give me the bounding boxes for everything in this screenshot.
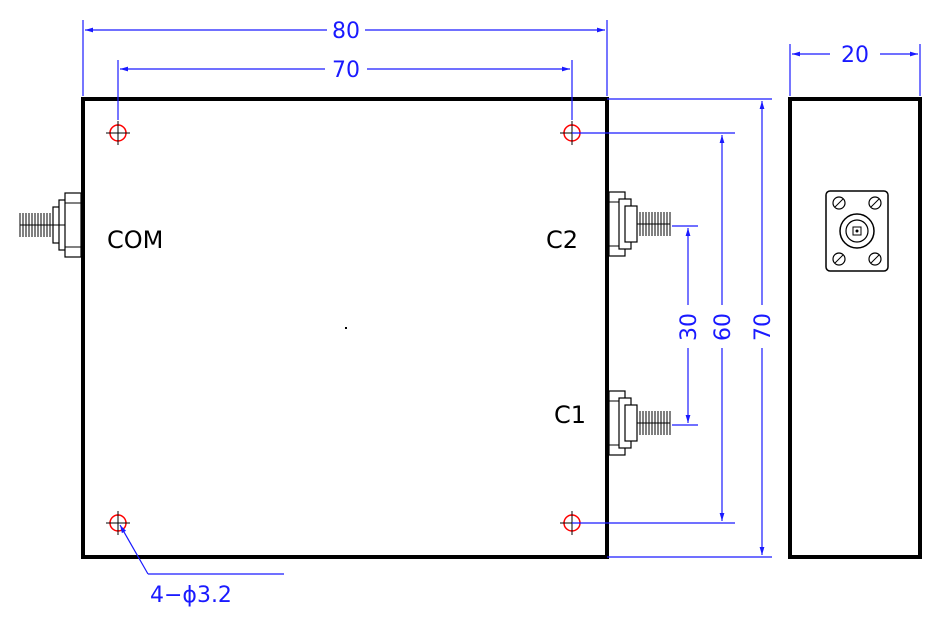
port-label-com: COM (107, 226, 163, 254)
dimension-label: 70 (332, 58, 360, 83)
dimension-label: 80 (332, 19, 360, 44)
port-label-c2: C2 (546, 226, 578, 254)
dimension-label: 70 (751, 313, 776, 341)
dimension-hole-spacing-x: 70 (117, 58, 573, 120)
sma-connector-icon (825, 190, 889, 272)
dimension-label: 60 (711, 313, 736, 341)
dimension-side-depth: 20 (789, 43, 921, 96)
dimension-hole-spacing-y: 60 (572, 132, 736, 524)
hole-callout-label: 4−ϕ3.2 (150, 583, 232, 608)
mount-hole-icon (105, 120, 131, 146)
hole-callout: 4−ϕ3.2 (119, 524, 284, 608)
device-body-side (788, 97, 922, 559)
sma-connector-icon (19, 192, 82, 258)
sma-connector-icon (608, 191, 671, 257)
dimension-port-spacing: 30 (672, 225, 702, 426)
dimension-label: 30 (677, 313, 702, 341)
port-label-c1: C1 (554, 401, 586, 429)
device-body-front (81, 97, 609, 559)
center-mark (345, 327, 347, 329)
dimension-overall-width: 80 (82, 19, 608, 96)
sma-connector-icon (608, 390, 671, 456)
mount-hole-icon (105, 510, 131, 536)
dimension-label: 20 (841, 43, 869, 68)
dimension-overall-height: 70 (607, 98, 776, 558)
